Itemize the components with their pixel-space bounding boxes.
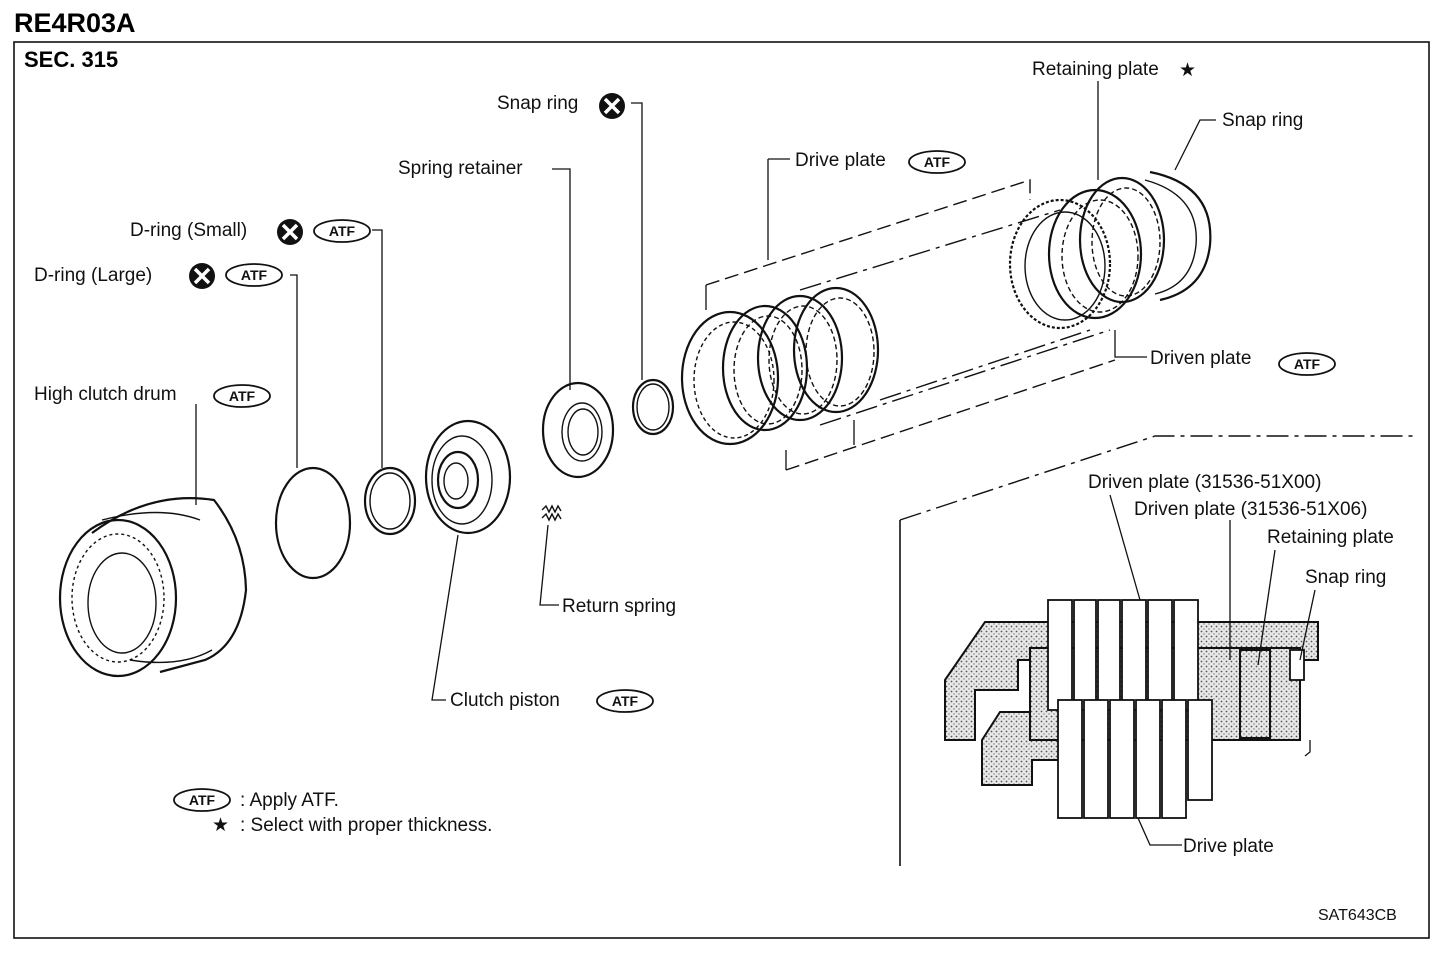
plate-stack-left	[680, 286, 880, 446]
star-icon: ★	[212, 815, 229, 836]
spring-retainer-part	[541, 381, 615, 479]
label-d-ring-small: D-ring (Small)	[130, 220, 247, 241]
figure-code: SAT643CB	[1318, 907, 1397, 924]
return-spring-part	[541, 504, 562, 522]
detail-label-driven-plate-a: Driven plate (31536-51X00)	[1088, 472, 1321, 493]
svg-text:ATF: ATF	[1294, 356, 1321, 372]
svg-text:ATF: ATF	[329, 223, 356, 239]
clutch-piston-part	[424, 419, 512, 535]
label-high-clutch-drum: High clutch drum	[34, 384, 177, 405]
no-reuse-icon	[189, 263, 215, 289]
detail-label-driven-plate-b: Driven plate (31536-51X06)	[1134, 499, 1367, 520]
label-d-ring-large: D-ring (Large)	[34, 265, 152, 286]
atf-badge-icon: ATF	[313, 219, 371, 243]
label-retaining-plate: Retaining plate	[1032, 59, 1159, 80]
snap-ring-center-part	[631, 378, 675, 436]
atf-badge-icon: ATF	[213, 384, 271, 408]
label-drive-plate: Drive plate	[795, 150, 886, 171]
detail-label-retaining-plate: Retaining plate	[1267, 527, 1394, 548]
svg-text:ATF: ATF	[241, 267, 268, 283]
svg-text:ATF: ATF	[612, 693, 639, 709]
legend-star-text: : Select with proper thickness.	[240, 815, 492, 836]
atf-badge-icon: ATF	[1278, 352, 1336, 376]
svg-text:ATF: ATF	[924, 154, 951, 170]
atf-badge-icon: ATF	[908, 150, 966, 174]
detail-cross-section	[899, 435, 1415, 866]
label-return-spring: Return spring	[562, 596, 676, 617]
atf-badge-icon	[173, 788, 231, 812]
d-ring-large-part	[274, 466, 352, 580]
section-number: SEC. 315	[24, 47, 118, 72]
star-icon: ★	[1179, 60, 1196, 81]
label-clutch-piston: Clutch piston	[450, 690, 560, 711]
high-clutch-drum	[58, 497, 248, 678]
detail-label-drive-plate: Drive plate	[1183, 836, 1274, 857]
label-snap-ring-top: Snap ring	[497, 93, 578, 114]
legend: ATF : Apply ATF. ★ : Select with proper …	[173, 788, 492, 836]
d-ring-small-part	[363, 466, 417, 536]
legend-atf-text: : Apply ATF.	[240, 790, 339, 811]
detail-label-snap-ring: Snap ring	[1305, 567, 1386, 588]
svg-text:ATF: ATF	[229, 388, 256, 404]
plate-stack-right	[1008, 170, 1212, 330]
label-driven-plate: Driven plate	[1150, 348, 1251, 369]
atf-badge-icon: ATF	[596, 689, 654, 713]
label-spring-retainer: Spring retainer	[398, 158, 523, 179]
model-title: RE4R03A	[14, 8, 136, 38]
no-reuse-icon	[599, 93, 625, 119]
figure-frame	[13, 41, 1430, 939]
atf-badge-icon: ATF	[225, 263, 283, 287]
label-snap-ring-right: Snap ring	[1222, 110, 1303, 131]
svg-text:ATF: ATF	[189, 792, 216, 808]
no-reuse-icon	[277, 219, 303, 245]
